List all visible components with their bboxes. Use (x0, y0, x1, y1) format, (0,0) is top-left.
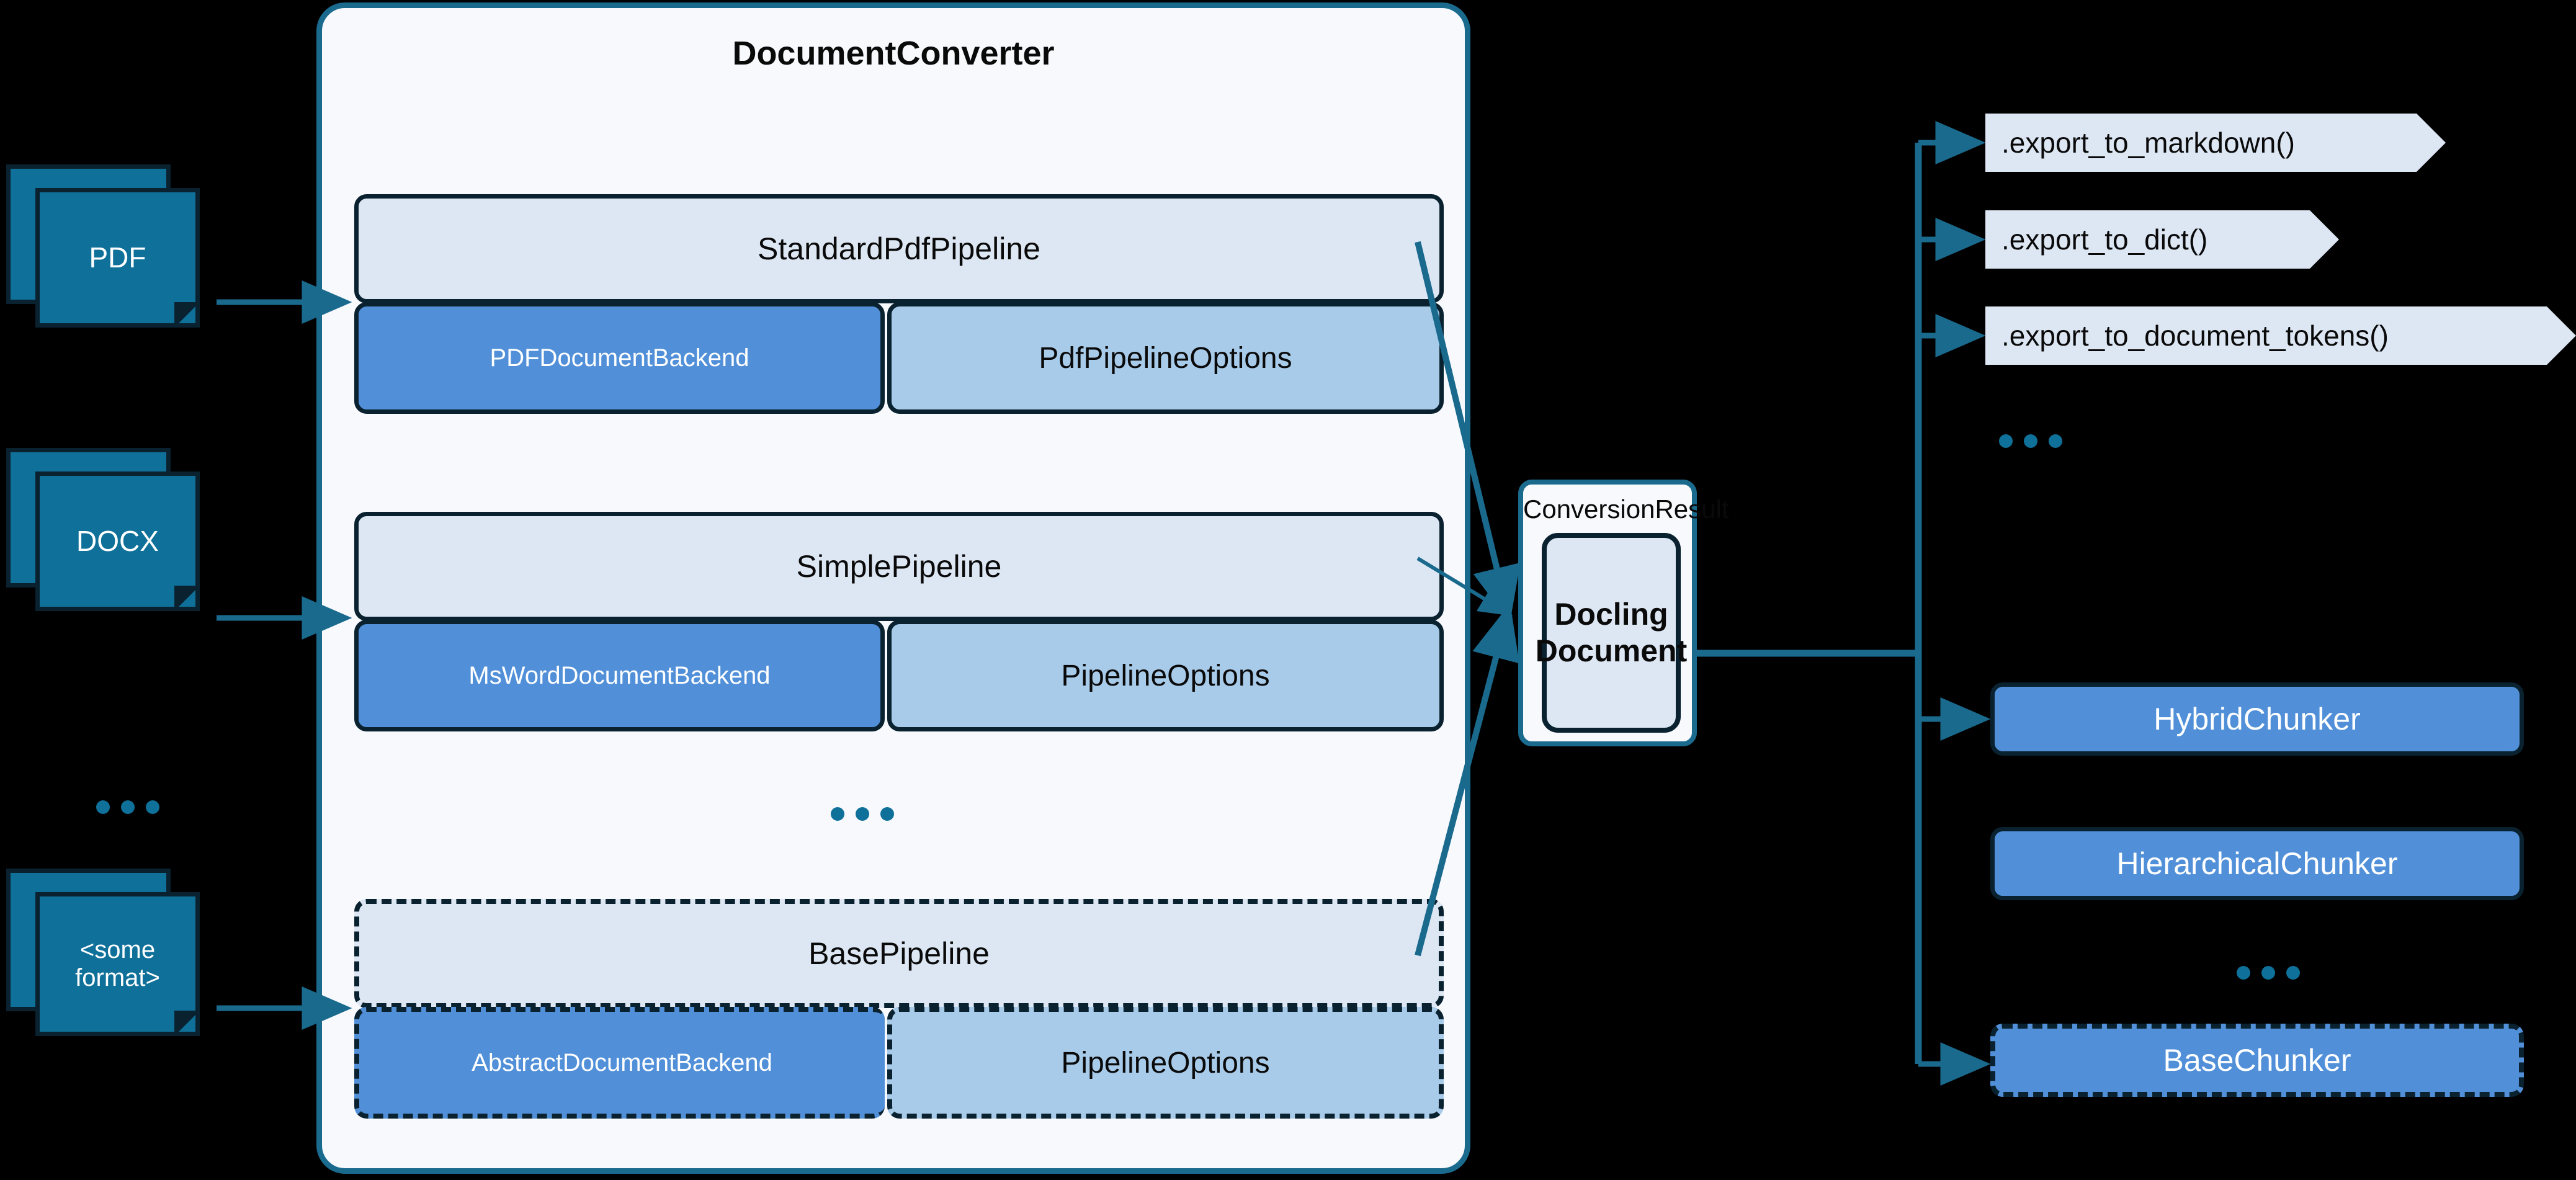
pipeline-options-label: PdfPipelineOptions (1039, 341, 1292, 375)
pipeline-options-box[interactable]: PdfPipelineOptions (887, 302, 1444, 414)
document-converter-container: DocumentConverter StandardPdfPipeline PD… (316, 2, 1470, 1174)
pipeline-backend-box[interactable]: MsWordDocumentBackend (354, 620, 885, 731)
pipeline-options-box[interactable]: PipelineOptions (887, 620, 1444, 731)
docling-document-box[interactable]: Docling Document (1536, 533, 1687, 733)
chunker-label: HierarchicalChunker (2116, 846, 2398, 881)
export-tag-document-tokens[interactable]: .export_to_document_tokens() (1985, 306, 2576, 365)
pipeline-name-box[interactable]: StandardPdfPipeline (354, 194, 1444, 303)
export-tag-markdown[interactable]: .export_to_markdown() (1985, 114, 2446, 172)
conversion-result-container[interactable]: ConversionResult Docling Document (1518, 480, 1729, 746)
conversion-result-label: ConversionResult (1523, 494, 1729, 524)
page-title: DocumentConverter (732, 35, 1055, 72)
input-doc-label-line1: <some (79, 936, 156, 964)
pipeline-name-label: StandardPdfPipeline (758, 231, 1040, 266)
chunker-hybrid[interactable]: HybridChunker (1990, 682, 2524, 756)
input-ellipsis (96, 800, 159, 814)
chunker-ellipsis (2237, 966, 2300, 980)
pipeline-ellipsis (831, 807, 894, 821)
export-tag-label: .export_to_dict() (2001, 223, 2208, 256)
pipeline-backend-label: PDFDocumentBackend (490, 344, 749, 372)
pipeline-backend-label: MsWordDocumentBackend (468, 661, 771, 689)
input-doc-label-line2: format> (75, 964, 160, 991)
pipeline-members-row: MsWordDocumentBackend PipelineOptions (354, 620, 1444, 731)
export-tag-label: .export_to_markdown() (2001, 127, 2295, 159)
input-doc-label: DOCX (76, 524, 159, 557)
doc-fold-corner (174, 302, 200, 328)
pipeline-group-base[interactable]: BasePipeline AbstractDocumentBackend Pip… (354, 899, 1444, 1119)
pipeline-backend-box[interactable]: PDFDocumentBackend (354, 302, 885, 414)
pipeline-group-standard-pdf[interactable]: StandardPdfPipeline PDFDocumentBackend P… (354, 194, 1444, 414)
input-doc-label: PDF (89, 241, 146, 274)
chunker-hierarchical[interactable]: HierarchicalChunker (1990, 827, 2524, 900)
pipeline-members-row: AbstractDocumentBackend PipelineOptions (354, 1007, 1444, 1119)
pipeline-options-label: PipelineOptions (1061, 1046, 1270, 1079)
export-tag-dict[interactable]: .export_to_dict() (1985, 210, 2339, 269)
chunker-base[interactable]: BaseChunker (1990, 1024, 2524, 1097)
doc-front-sheet: PDF (35, 188, 200, 328)
pipeline-backend-label: AbstractDocumentBackend (472, 1048, 772, 1076)
doc-fold-corner (174, 1011, 200, 1036)
docling-document-line1: Docling (1554, 597, 1668, 632)
pipeline-members-row: PDFDocumentBackend PdfPipelineOptions (354, 302, 1444, 414)
doc-front-sheet: <some format> (35, 892, 200, 1036)
doc-fold-corner (174, 586, 200, 611)
pipeline-options-box[interactable]: PipelineOptions (887, 1007, 1444, 1119)
export-tag-label: .export_to_document_tokens() (2001, 320, 2389, 352)
pipeline-name-box[interactable]: BasePipeline (354, 899, 1444, 1008)
pipeline-group-simple[interactable]: SimplePipeline MsWordDocumentBackend Pip… (354, 512, 1444, 731)
input-doc-other[interactable]: <some format> (6, 869, 217, 1036)
input-doc-docx[interactable]: DOCX (6, 448, 217, 611)
pipeline-backend-box[interactable]: AbstractDocumentBackend (354, 1007, 885, 1119)
docling-document-line2: Document (1535, 633, 1688, 668)
pipeline-options-label: PipelineOptions (1061, 659, 1270, 692)
pipeline-name-label: SimplePipeline (796, 549, 1002, 584)
pipeline-name-label: BasePipeline (808, 936, 990, 971)
export-ellipsis (1999, 434, 2062, 448)
input-doc-pdf[interactable]: PDF (6, 164, 217, 328)
chunker-label: HybridChunker (2153, 702, 2361, 736)
chunker-label: BaseChunker (2163, 1043, 2351, 1078)
pipeline-name-box[interactable]: SimplePipeline (354, 512, 1444, 621)
doc-front-sheet: DOCX (35, 472, 200, 611)
